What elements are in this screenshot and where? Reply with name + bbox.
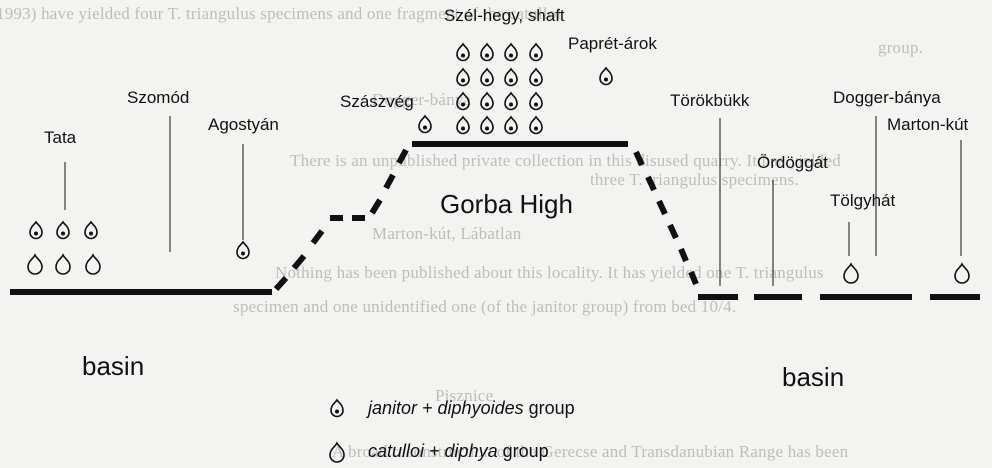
label-tolgyhat: Tölgyhát bbox=[830, 191, 896, 210]
background-text-line-2: group. bbox=[878, 38, 924, 57]
label-szelhegy: Szél-hegy, shaft bbox=[444, 6, 565, 25]
legend-catulloi-icon bbox=[329, 442, 345, 463]
label-szaszveg: Szászvég bbox=[340, 92, 414, 111]
tata-symbols bbox=[27, 221, 101, 275]
label-marton: Marton-kút bbox=[887, 115, 969, 134]
legend-janitor-icon bbox=[330, 399, 344, 418]
legend-catulloi: catulloi + diphya group bbox=[368, 441, 549, 462]
legend-janitor-name: janitor + diphyoides bbox=[368, 398, 524, 418]
papret-janitor-icon bbox=[599, 67, 613, 86]
label-szomod: Szomód bbox=[127, 88, 190, 107]
background-text-line-7: Nothing has been published about this lo… bbox=[275, 263, 824, 282]
label-basin-right: basin bbox=[782, 362, 845, 392]
agostyan-janitor-icon bbox=[236, 241, 250, 260]
janitor-icon bbox=[56, 221, 70, 240]
marton-catulloi-icon bbox=[954, 263, 970, 284]
legend-catulloi-name: catulloi + diphya bbox=[368, 441, 498, 461]
janitor-icon bbox=[84, 221, 98, 240]
profile-line bbox=[10, 141, 980, 300]
slope-left-dashed bbox=[273, 148, 409, 292]
label-papret: Paprét-árok bbox=[568, 34, 657, 53]
szaszveg-janitor-icon bbox=[418, 115, 432, 134]
background-text-line-5: three T. triangulus specimens. bbox=[590, 170, 799, 189]
szel-hegy-symbols bbox=[456, 43, 543, 135]
background-text-line-1: 1993) have yielded four T. triangulus sp… bbox=[0, 4, 562, 23]
background-text-line-4: There is an unpublished private collecti… bbox=[290, 151, 841, 170]
background-text-line-10: A broad reconstruction of the Gerecse an… bbox=[332, 442, 849, 461]
legend-catulloi-suffix: group bbox=[497, 441, 549, 461]
background-text-line-9: Pisznice bbox=[435, 386, 494, 405]
tolgyhat-catulloi-icon bbox=[843, 263, 859, 284]
background-text-line-8: specimen and one unidentified one (of th… bbox=[233, 297, 737, 316]
label-ordoggat: Ördöggát bbox=[757, 153, 828, 172]
locality-leaders bbox=[64, 116, 962, 286]
catulloi-icon bbox=[85, 254, 101, 275]
legend-janitor-suffix: group bbox=[523, 398, 575, 418]
slope-right-dashed bbox=[633, 150, 699, 286]
catulloi-icon bbox=[55, 254, 71, 275]
legend-janitor: janitor + diphyoides group bbox=[368, 398, 575, 419]
background-text-line-3: Dogger-bánya bbox=[372, 90, 472, 109]
label-basin-left: basin bbox=[82, 351, 145, 381]
label-dogger: Dogger-bánya bbox=[833, 88, 941, 107]
label-gorba-high: Gorba High bbox=[440, 189, 573, 219]
catulloi-icon bbox=[27, 254, 43, 275]
label-tata: Tata bbox=[44, 128, 77, 147]
label-agostyan: Agostyán bbox=[208, 115, 279, 134]
janitor-icon bbox=[29, 221, 43, 240]
label-torokbukk: Törökbükk bbox=[670, 91, 750, 110]
background-text-line-6: Marton-kút, Lábatlan bbox=[372, 224, 522, 243]
